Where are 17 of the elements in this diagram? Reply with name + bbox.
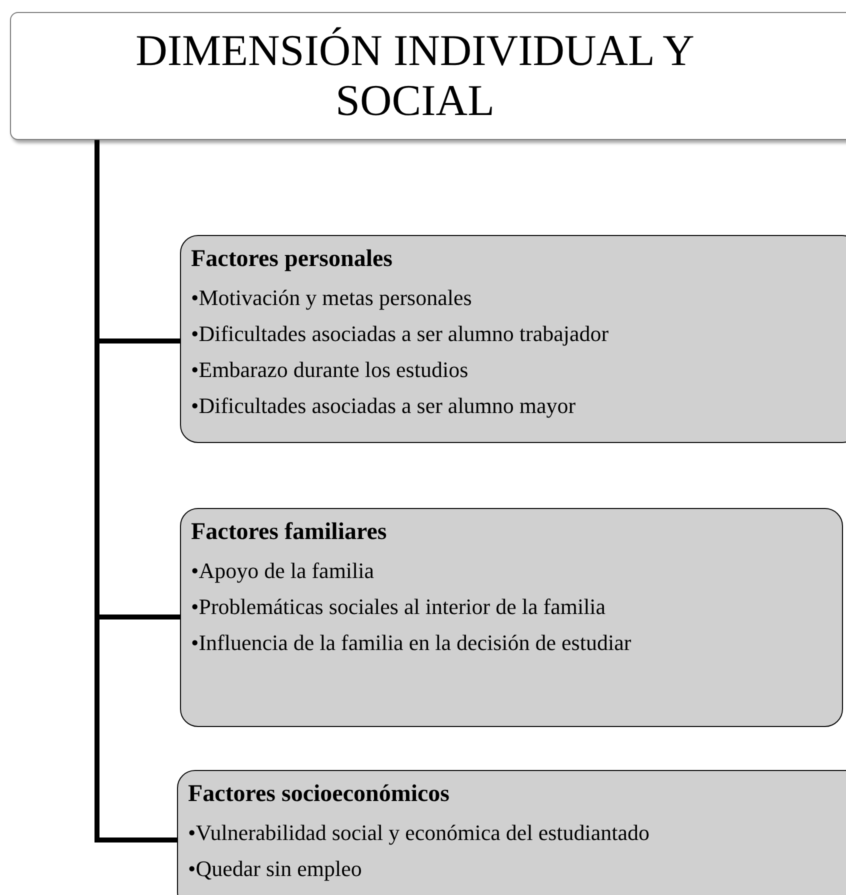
title-text: DIMENSIÓN INDIVIDUAL Y SOCIAL: [134, 26, 696, 126]
bullet-item: •Dificultades asociadas a ser alumno trabajador: [191, 320, 610, 348]
factor-card: [177, 770, 846, 895]
card-heading: Factores familiares: [191, 518, 388, 547]
card-heading: Factores personales: [191, 245, 394, 274]
bullet-item: •Quedar sin empleo: [188, 855, 363, 883]
bullet-item: •Problemáticas sociales al interior de la familia: [191, 593, 607, 621]
bullet-item: •Vulnerabilidad social y económica del estudiantado: [188, 819, 651, 847]
factor-card: [180, 508, 843, 727]
card-heading: Factores socioeconómicos: [188, 780, 450, 809]
bullet-item: •Dificultades asociadas a ser alumno mayor: [191, 392, 577, 420]
bullet-item: •Apoyo de la familia: [191, 557, 376, 585]
bullet-item: •Embarazo durante los estudios: [191, 356, 470, 384]
bullet-item: •Motivación y metas personales: [191, 284, 473, 312]
bullet-item: •Influencia de la familia en la decisión de estudiar: [191, 629, 632, 657]
factor-card: [180, 235, 846, 443]
title-box: [10, 12, 846, 140]
